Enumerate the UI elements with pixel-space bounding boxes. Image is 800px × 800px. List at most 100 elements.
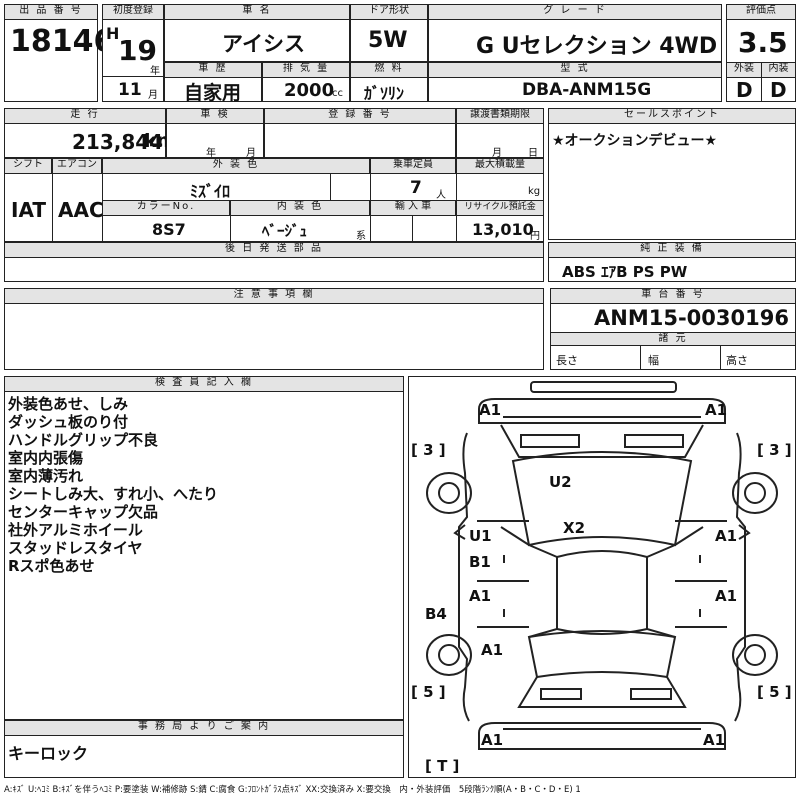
height-label: 高さ [726, 354, 748, 367]
code-front-right: A1 [705, 401, 728, 419]
car-name: アイシス [222, 32, 305, 56]
divider [330, 174, 331, 200]
length-label: 長さ [556, 354, 578, 367]
transfer-day-unit: 日 [528, 148, 538, 159]
import-label: 輸 入 車 [370, 200, 456, 216]
inspector-note: 室内薄汚れ [8, 467, 84, 485]
fuel-label: 燃 料 [350, 62, 428, 78]
code-door-rear-left: A1 [469, 587, 492, 605]
max-load-unit: kg [528, 186, 541, 197]
divider [640, 346, 641, 370]
sales-point-text: ★オークションデビュー★ [552, 133, 718, 149]
inspector-note: シートしみ大、すれ小、へたり [8, 485, 219, 503]
code-rear-left: A1 [481, 731, 504, 749]
color-label: 外 装 色 [102, 158, 370, 174]
model: DBA-ANM15G [522, 80, 652, 100]
code-door-front-left-b: B1 [469, 553, 491, 571]
chassis-number: ANM15-0030196 [594, 306, 789, 330]
recycle: 13,010 [472, 220, 534, 239]
interior-color-label: 内 装 色 [230, 200, 370, 216]
mileage: 213,844 [72, 130, 164, 154]
code-sill-left: B4 [425, 605, 447, 623]
first-reg-label: 初度登録 [102, 4, 164, 20]
inspector-note: ダッシュ板のり付 [8, 413, 129, 431]
inspector-note: ハンドルグリップ不良 [8, 431, 159, 449]
reg-number-label: 登 録 番 号 [264, 108, 456, 124]
inspector-note: スタッドレスタイヤ [8, 539, 143, 557]
exterior-grade: D [736, 78, 753, 102]
divider [230, 200, 231, 242]
shift: IAT [11, 198, 47, 222]
capacity-unit: 人 [436, 190, 446, 201]
recycle-label: リサイクル預託金 [456, 200, 544, 216]
door-type: 5W [368, 28, 408, 53]
era: H [106, 24, 120, 43]
mileage-label: 走 行 [4, 108, 166, 124]
code-rear-fender-left: A1 [481, 641, 504, 659]
interior-color: ﾍﾞｰｼﾞｭ [262, 222, 308, 240]
lot-number: 18146 [10, 24, 115, 59]
transfer-month-unit: 月 [492, 148, 502, 159]
month-unit: 月 [148, 90, 158, 101]
inspector-note: 社外アルミホイール [8, 521, 143, 539]
inspector-note: センターキャップ欠品 [8, 503, 159, 521]
ac: AAC [58, 198, 104, 222]
displacement-unit: cc [332, 88, 343, 99]
genuine-label: 純 正 装 備 [548, 242, 796, 258]
history-label: 車 歴 [164, 62, 262, 78]
code-tire-rear-left: [ 5 ] [411, 683, 446, 701]
interior-grade: D [770, 78, 787, 102]
code-rear-right: A1 [703, 731, 726, 749]
reg-year: 19 [118, 34, 157, 67]
score: 3.5 [738, 26, 788, 59]
interior-color-suffix: 系 [356, 231, 366, 242]
office-label: 事 務 局 よ り ご 案 内 [4, 720, 404, 736]
width-label: 幅 [648, 354, 659, 367]
reg-month: 11 [118, 80, 142, 100]
sales-point-box [548, 108, 796, 240]
chassis-label: 車 台 番 号 [550, 288, 796, 304]
inspector-label: 検 査 員 記 入 欄 [4, 376, 404, 392]
sales-point-label: セールスポイント [548, 108, 796, 124]
code-center: X2 [563, 519, 586, 537]
car-diagram-svg [426, 381, 778, 750]
code-tire-front-left: [ 3 ] [411, 441, 446, 459]
inspection-month-unit: 月 [246, 148, 256, 159]
inspection-year-unit: 年 [206, 148, 216, 159]
lot-box [4, 4, 98, 102]
divider [720, 346, 721, 370]
code-door-front-right: A1 [715, 527, 738, 545]
office-text: キーロック [8, 744, 89, 763]
code-tire-rear-right: [ 5 ] [757, 683, 792, 701]
color: ﾐｽﾞｲﾛ [190, 182, 231, 201]
color-no: 8S7 [152, 220, 186, 239]
history: 自家用 [184, 82, 242, 104]
exterior-label: 外装 [726, 62, 762, 78]
code-spare-tire: [ T ] [425, 757, 460, 775]
inspector-note: Rスポ色あせ [8, 557, 95, 575]
ac-label: エアコン [52, 158, 102, 174]
recycle-unit: 円 [530, 231, 540, 242]
displacement-label: 排 気 量 [262, 62, 350, 78]
color-no-label: カラーNo. [102, 200, 230, 216]
score-label: 評価点 [726, 4, 796, 20]
inspection-label: 車 検 [166, 108, 264, 124]
first-reg-box [102, 4, 164, 102]
code-door-rear-right: A1 [715, 587, 738, 605]
damage-diagram: A1 A1 [ 3 ] [ 3 ] U2 X2 U1 B1 A1 A1 A1 B… [408, 376, 796, 778]
specs-label: 諸 元 [550, 332, 796, 346]
interior-label: 内装 [761, 62, 796, 78]
code-tire-front-right: [ 3 ] [757, 441, 792, 459]
car-name-label: 車 名 [164, 4, 350, 20]
divider [761, 62, 762, 102]
code-roof: U2 [549, 473, 572, 491]
divider [102, 76, 164, 77]
code-door-front-left-u: U1 [469, 527, 492, 545]
grade: G Uセレクション 4WD [476, 34, 718, 59]
year-unit: 年 [150, 66, 160, 77]
divider [52, 158, 53, 242]
capacity: 7 [410, 178, 422, 198]
transfer-label: 譲渡書類期限 [456, 108, 544, 124]
grade-label: グ レ ー ド [428, 4, 722, 20]
inspector-box [4, 376, 404, 720]
